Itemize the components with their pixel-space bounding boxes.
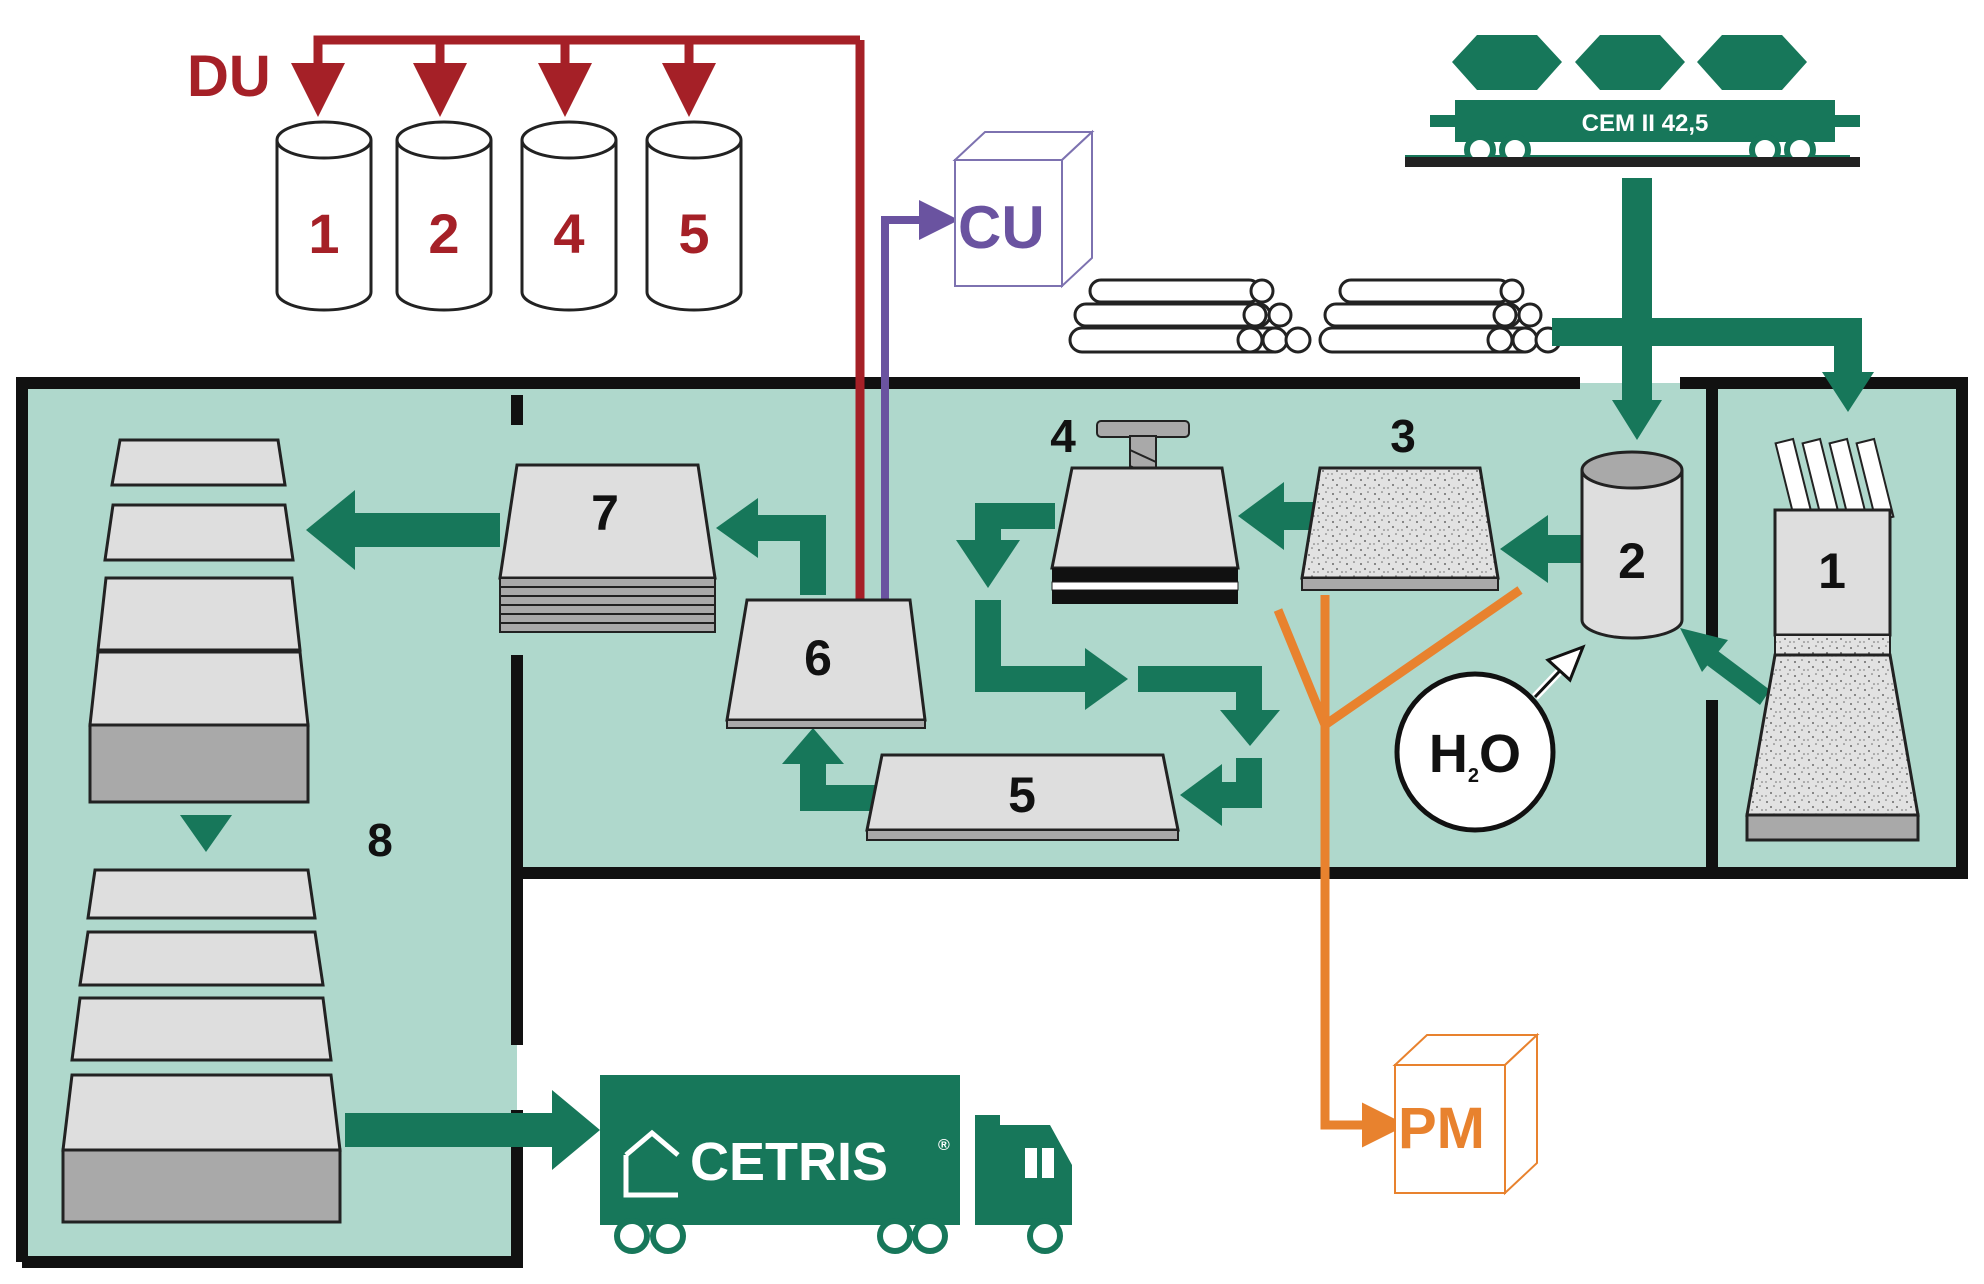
station-2-label: 2 [1618,533,1646,589]
box-icon [1392,1032,1540,1196]
arrow-icon [716,498,826,595]
cement-label: CEM II 42,5 [1582,110,1709,137]
station-1: 1 [1745,437,1920,842]
arrow-icon [1180,758,1262,826]
station-1-label: 1 [1818,543,1846,599]
walls [16,377,1968,1268]
station-5: 5 [865,753,1180,841]
logs-icon [1318,278,1562,354]
station-8: 8 [61,438,393,1224]
silo-label-1: 1 [308,202,339,265]
arrow-icon [1138,666,1280,746]
arrow-icon [1500,515,1585,583]
du-distribution: DU [187,35,865,600]
silo-icon: 4 [520,120,618,312]
pm-label: PM [1398,1096,1485,1161]
station-4-label: 4 [1050,410,1076,462]
station-7: 7 [498,463,717,633]
truck-brand: CETRIS [690,1132,888,1192]
station-2: 2 [1580,450,1684,640]
water-h: H [1429,724,1468,784]
arrow-icon [345,1090,600,1170]
svg-text:H2O: H2O [1429,724,1521,787]
arrow-icon [180,815,232,852]
silo-icon: 2 [395,120,493,312]
arrow-icon [1552,318,1874,412]
cu-label: CU [958,194,1045,261]
panel-stack-top [88,438,310,804]
station-3-label: 3 [1390,410,1416,462]
pm-output: PM [1273,586,1540,1196]
arrow-icon [956,503,1055,588]
du-label: DU [187,44,271,109]
station-3: 3 [1300,410,1500,591]
silo-icon: 1 [275,120,373,312]
station-7-label: 7 [591,485,619,541]
truck-icon: CETRIS ® [600,1075,1072,1254]
silo-row: 1 2 4 5 [275,120,743,312]
station-6: 6 [725,598,927,729]
arrow-icon [306,490,500,570]
water-icon: H2O [1394,644,1586,833]
station-6-label: 6 [804,630,832,686]
logs-icon [1068,278,1312,354]
arrow-icon [975,600,1128,710]
station-4: 4 [1050,410,1240,604]
silo-label-4: 4 [553,202,584,265]
train-icon: CEM II 42,5 [1405,35,1860,167]
silo-icon: 5 [645,120,743,312]
arrow-icon [1612,178,1662,440]
silo-label-2: 2 [428,202,459,265]
silo-label-5: 5 [678,202,709,265]
arrow-icon [1680,628,1770,705]
station-8-label: 8 [367,814,393,866]
panel-stack-bottom [61,868,342,1224]
box-icon [952,129,1095,289]
water-o: O [1479,724,1521,784]
material-flow [180,178,1874,1170]
arrow-icon [782,728,880,811]
cu-output: CU [881,129,1095,600]
truck-registered: ® [938,1137,950,1154]
water-sub: 2 [1468,765,1479,787]
station-5-label: 5 [1008,767,1036,823]
